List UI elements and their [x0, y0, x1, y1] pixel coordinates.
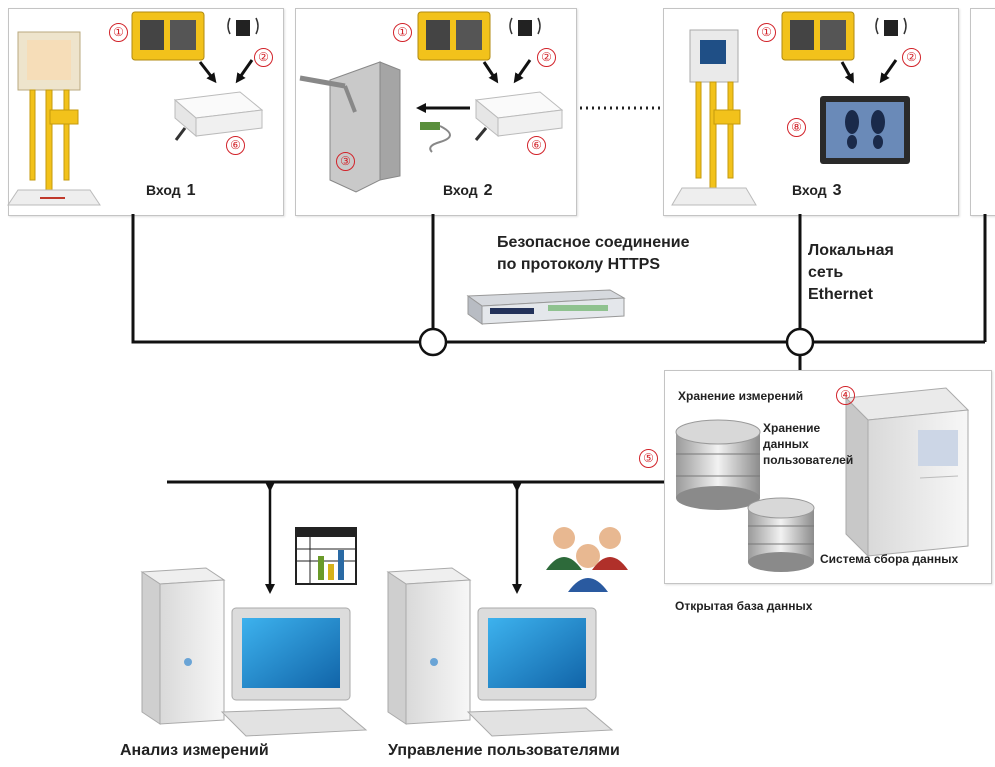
reader-icon-3 [781, 11, 855, 61]
desktop-pc-analysis-icon [140, 567, 368, 737]
badge-controller-1: ⑥ [226, 136, 245, 155]
server-tower-icon [844, 387, 970, 558]
footprint-display-icon [820, 96, 910, 164]
entry-2-word: Вход [443, 182, 478, 198]
badge-storage: ④ [836, 386, 855, 405]
entry-1-number: 1 [186, 182, 196, 199]
entry-3-label: Вход 3 [792, 182, 842, 200]
user-data-line-3: пользователей [763, 453, 854, 467]
badge-reader-1: ① [109, 23, 128, 42]
kiosk-with-screen-icon [671, 29, 757, 206]
badge-reader-2: ① [393, 23, 412, 42]
database-cylinder-small-icon [747, 497, 815, 572]
reader-icon [131, 11, 205, 61]
user-data-storage-label: Хранение данных пользователей [763, 420, 853, 468]
spreadsheet-chart-icon [295, 527, 357, 585]
secure-connection-line-2: по протоколу HTTPS [497, 256, 661, 273]
lan-line-1: Локальная [808, 242, 894, 259]
entry-3-number: 3 [832, 182, 842, 199]
entry-1-label: Вход 1 [146, 182, 196, 200]
entry-panel-4-partial [970, 8, 995, 216]
badge-wireless-3: ② [902, 48, 921, 67]
badge-reader-3: ① [757, 23, 776, 42]
desktop-pc-users-icon [386, 567, 614, 737]
entry-3-word: Вход [792, 182, 827, 198]
badge-controller-2: ⑥ [527, 136, 546, 155]
wireless-card-icon-3 [875, 17, 907, 36]
entry-1-word: Вход [146, 182, 181, 198]
badge-wireless-2: ② [537, 48, 556, 67]
controller-box-icon [173, 91, 264, 141]
network-switch-icon [466, 289, 626, 325]
open-database-label: Открытая база данных [675, 599, 813, 613]
lan-line-2: сеть [808, 264, 844, 281]
user-data-line-2: данных [763, 437, 809, 451]
user-data-line-1: Хранение [763, 421, 821, 435]
network-node-entry2 [418, 327, 448, 357]
kiosk-icon [7, 31, 101, 206]
badge-turnstile: ③ [336, 152, 355, 171]
entry-2-number: 2 [483, 182, 493, 199]
analysis-caption: Анализ измерений [120, 742, 269, 759]
entry-2-label: Вход 2 [443, 182, 493, 200]
lan-line-3: Ethernet [808, 286, 873, 303]
controller-box-icon-2 [474, 91, 564, 141]
storage-measurements-label: Хранение измерений [678, 389, 804, 403]
data-collection-system-label: Система сбора данных [820, 552, 959, 566]
users-group-icon [546, 527, 628, 592]
cable-icon [420, 122, 451, 153]
turnstile-icon [299, 61, 401, 193]
lan-label: Локальная сеть Ethernet [808, 240, 894, 306]
wireless-card-icon [227, 17, 259, 36]
secure-connection-label: Безопасное соединение по протоколу HTTPS [497, 232, 690, 276]
badge-user-db: ⑤ [639, 449, 658, 468]
wireless-card-icon-2 [509, 17, 541, 36]
database-cylinder-large-icon [675, 419, 761, 510]
badge-display: ⑧ [787, 118, 806, 137]
network-node-lan [785, 327, 815, 357]
reader-icon-2 [417, 11, 491, 61]
user-management-caption: Управление пользователями [388, 742, 620, 759]
badge-wireless-1: ② [254, 48, 273, 67]
secure-connection-line-1: Безопасное соединение [497, 234, 690, 251]
